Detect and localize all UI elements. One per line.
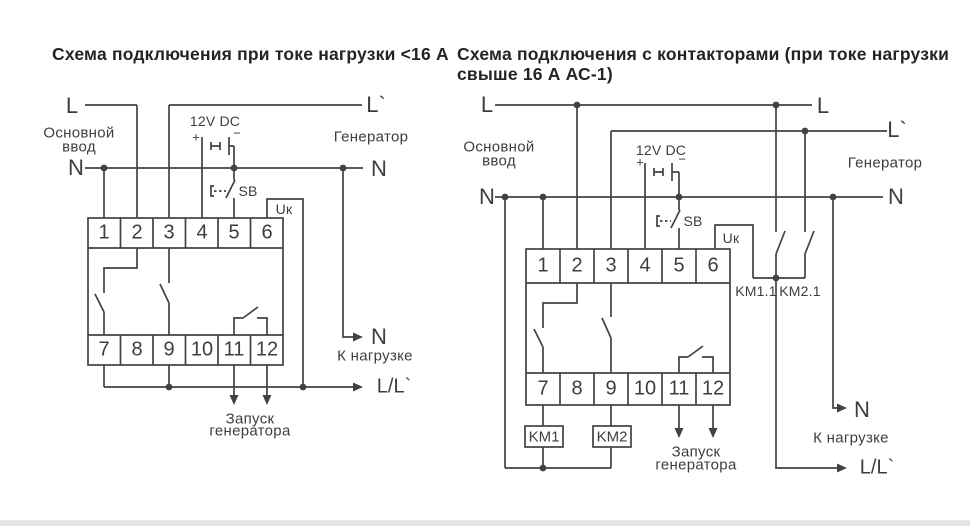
left-label-battery-plus: + [192,129,200,145]
right-terminal-6: 6 [707,254,719,277]
right-internal-contacts [533,283,714,373]
left-load-lines [103,168,354,396]
right-terminal-3: 3 [605,254,617,277]
right-module-box [525,248,731,406]
left-terminal-8: 8 [131,338,143,361]
left-terminal-2: 2 [131,221,143,244]
right-km-aux-contacts [775,105,815,278]
left-junction-dots [100,164,347,391]
left-sb-pushbutton [210,179,236,218]
left-label-to-load: К нагрузке [337,347,413,365]
left-label-n-load: N [371,324,387,349]
right-supply-lines [495,104,887,469]
left-terminal-11: 11 [223,338,245,361]
left-label-n-main: N [68,155,84,180]
left-uk-box [266,198,304,387]
right-diagram-title-line1: Схема подключения с контакторами (при то… [457,44,950,64]
right-terminal-7: 7 [537,377,549,400]
left-label-gen-start-1: Запуск [225,410,275,428]
left-label-uk: Uк [275,201,293,217]
right-label-battery-minus: − [678,151,686,167]
right-terminal-2: 2 [571,254,583,277]
left-label-main-input-1: Основной [43,124,115,142]
left-terminal-4: 4 [196,221,208,244]
right-label-l-right: L [816,93,830,118]
right-terminal-4: 4 [639,254,651,277]
right-terminal-9: 9 [605,377,617,400]
left-terminal-5: 5 [228,221,240,244]
left-arrowheads [229,332,363,405]
right-label-n-main: N [479,184,495,209]
left-label-generator: Генератор [333,128,409,146]
right-sb-pushbutton [656,209,681,249]
left-terminal-12: 12 [255,338,279,361]
right-label-gen-start-2: генератора [655,456,737,474]
right-terminal-1: 1 [537,254,549,277]
right-label-main-input-2: ввод [482,152,516,170]
page-bottom-edge [0,520,970,526]
right-terminal-11: 11 [668,377,690,400]
right-label-l-generator: L` [887,117,907,142]
right-label-gen-start-1: Запуск [671,443,721,461]
left-terminal-3: 3 [163,221,175,244]
left-terminal-1: 1 [98,221,110,244]
left-terminal-7: 7 [98,338,110,361]
right-label-battery-plus: + [636,154,644,170]
left-terminal-9: 9 [163,338,175,361]
right-label-km21: KM2.1 [779,283,821,299]
right-km-coils [524,405,632,468]
right-label-to-load: К нагрузке [813,429,889,447]
left-label-output: L/L` [376,375,412,398]
left-module-box [87,217,284,366]
right-label-uk: Uк [722,230,740,246]
right-terminal-8: 8 [571,377,583,400]
left-label-gen-start-2: генератора [209,422,291,440]
left-battery-symbol [201,137,235,218]
left-label-n-generator: N [371,156,387,181]
left-terminal-6: 6 [261,221,273,244]
right-label-km2-coil: KM2 [596,428,628,446]
right-arrowheads [674,403,847,473]
left-diagram-title: Схема подключения при токе нагрузки <16 … [52,44,449,64]
right-load-lines [678,197,838,469]
right-label-n-generator: N [888,184,904,209]
right-diagram-title-line2: свыше 16 А АС-1) [457,64,613,84]
left-label-sb-switch: SB [238,183,258,199]
right-label-output: L/L` [859,456,895,479]
right-battery-symbol [644,163,680,249]
right-junction-dots [501,101,837,472]
right-label-km1-coil: KM1 [528,428,560,446]
right-terminal-10: 10 [633,377,657,400]
left-label-battery-minus: − [233,125,241,141]
left-label-l-generator: L` [366,92,386,117]
left-supply-lines [85,104,363,218]
left-label-main-input-2: ввод [62,138,96,156]
right-label-km11: KM1.1 [735,283,777,299]
right-label-n-load: N [854,397,870,422]
right-label-generator: Генератор [847,154,923,172]
left-label-l-main: L [65,93,79,118]
right-label-sb-switch: SB [683,213,703,229]
left-terminal-10: 10 [190,338,214,361]
right-terminal-5: 5 [673,254,685,277]
left-label-battery-voltage: 12V DC [189,113,241,129]
right-terminal-12: 12 [701,377,725,400]
left-internal-contacts [94,248,268,335]
right-label-l-main: L [480,92,494,117]
right-label-main-input-1: Основной [463,138,535,156]
right-label-battery-voltage: 12V DC [635,142,687,158]
